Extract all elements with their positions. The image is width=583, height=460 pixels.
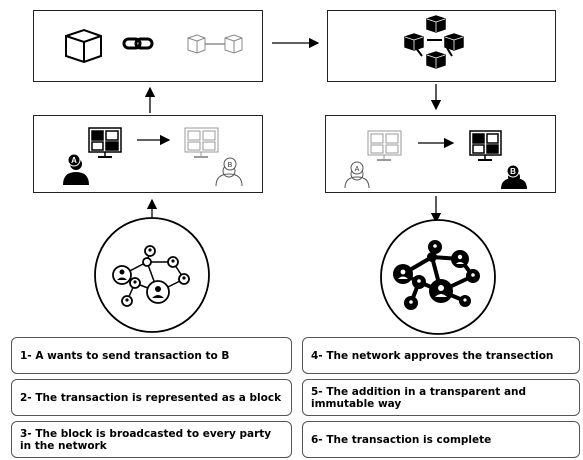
badge-b-receiver: [506, 164, 520, 178]
chain-link-icon: [122, 37, 154, 50]
cube-icon: [65, 28, 102, 64]
badge-a-sender-label: A: [71, 156, 77, 165]
badge-a-receiver: [350, 161, 364, 175]
badge-a-receiver-label: A: [355, 166, 360, 173]
computer-icon: [88, 127, 122, 158]
linked-blocks-icon: [187, 34, 243, 54]
computer-icon: [184, 127, 219, 158]
badge-b-receiver-label: B: [510, 167, 516, 176]
step-4: 4- The network approves the transection: [302, 337, 580, 374]
badge-a-sender: [67, 153, 81, 167]
step-6: 6- The transaction is complete: [302, 421, 580, 458]
badge-b-sender-label: B: [228, 162, 233, 169]
step-2: 2- The transaction is represented as a b…: [11, 379, 292, 416]
badge-b-sender: [223, 157, 237, 171]
computer-icon: [469, 130, 502, 161]
step-5: 5- The addition in a transparent and imm…: [302, 379, 580, 416]
computer-icon: [367, 130, 402, 161]
step-1: 1- A wants to send transaction to B: [11, 337, 292, 374]
network-graph-icon: [94, 217, 210, 333]
blockchain-network-icon: [404, 15, 464, 69]
network-graph-icon: [380, 219, 496, 335]
step-3: 3- The block is broadcasted to every par…: [11, 421, 292, 458]
